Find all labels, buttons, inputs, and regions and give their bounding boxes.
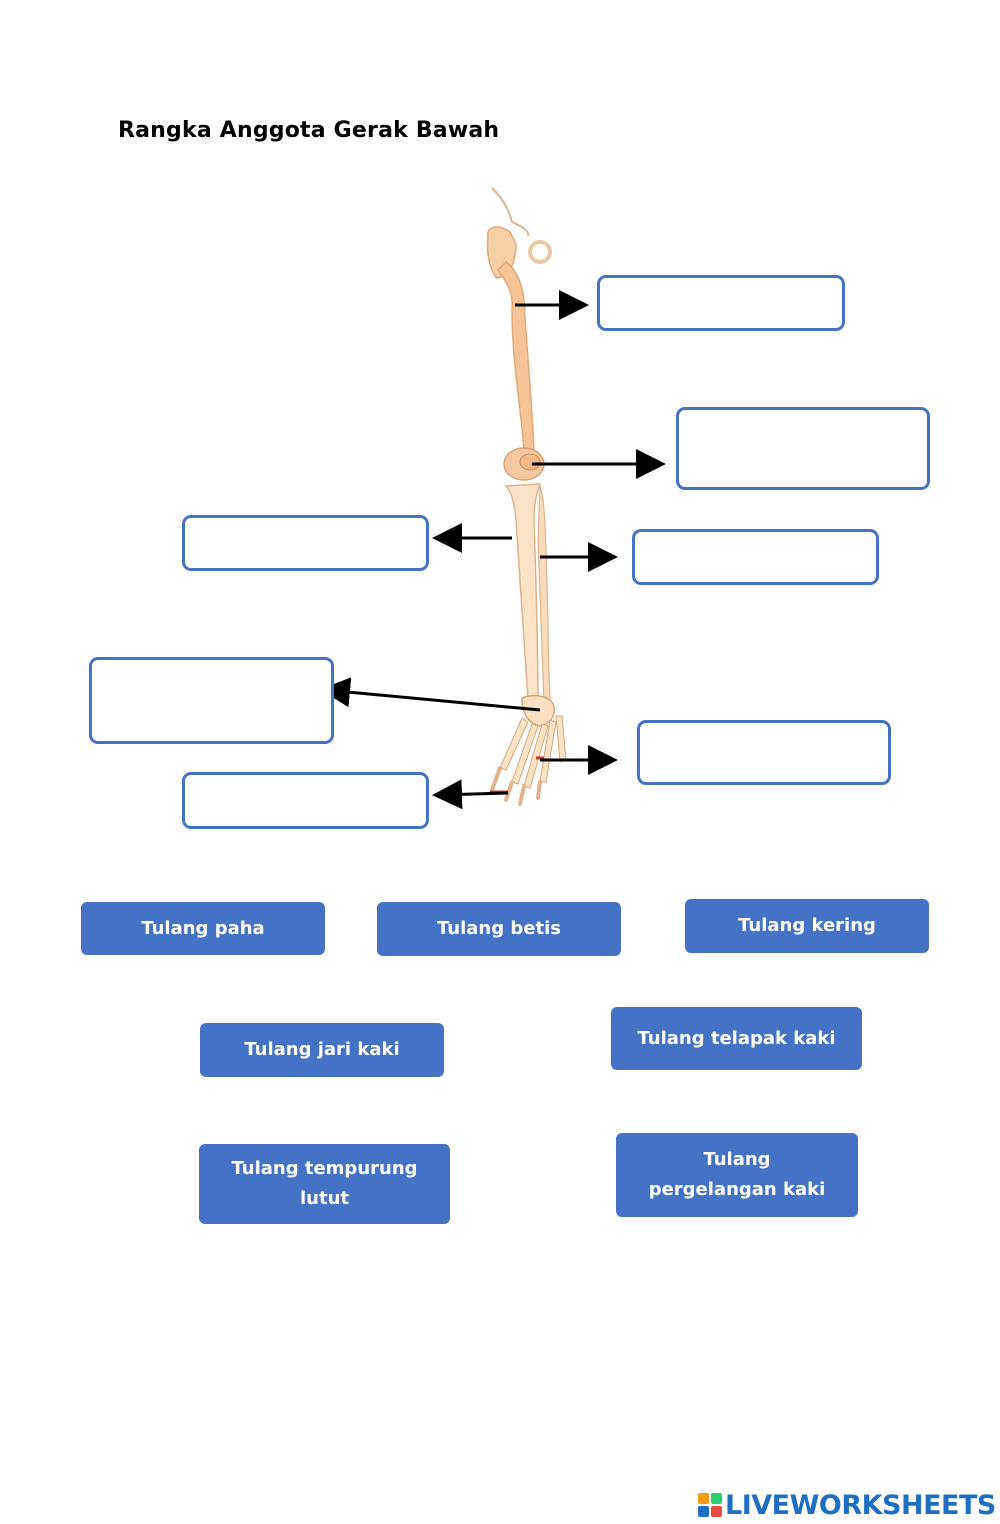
drop-zone-fibula[interactable]	[632, 529, 879, 585]
leg-skeleton-diagram	[320, 187, 666, 810]
answer-tile-label: Tulang paha	[141, 917, 265, 939]
drop-zone-ankle[interactable]	[89, 657, 334, 744]
answer-tile-label: Tulang pergelangan kaki	[648, 1149, 826, 1200]
answer-tile-tulang-jari-kaki[interactable]: Tulang jari kaki	[200, 1023, 444, 1077]
answer-tile-label: Tulang jari kaki	[244, 1039, 400, 1060]
answer-tile-tulang-kering[interactable]: Tulang kering	[685, 899, 929, 953]
answer-tile-tulang-tempurung-lutut[interactable]: Tulang tempurung lutut	[199, 1144, 450, 1224]
answer-tile-tulang-paha[interactable]: Tulang paha	[81, 902, 325, 955]
answer-tile-label: Tulang telapak kaki	[637, 1027, 836, 1049]
pointer-arrow-ankle	[320, 677, 541, 712]
liveworksheets-logo-icon	[698, 1493, 722, 1517]
leg-bone-illustration	[486, 187, 567, 806]
answer-tile-label: Tulang tempurung lutut	[231, 1158, 418, 1209]
drop-zone-femur[interactable]	[597, 275, 845, 331]
pointer-arrow-toes	[432, 779, 509, 810]
answer-tile-label: Tulang kering	[738, 915, 876, 936]
drop-zone-metatarsal[interactable]	[637, 720, 891, 785]
drop-zone-toes[interactable]	[182, 772, 429, 829]
answer-tile-tulang-betis[interactable]: Tulang betis	[377, 902, 621, 956]
drop-zone-patella[interactable]	[676, 407, 930, 490]
liveworksheets-brand[interactable]: LIVEWORKSHEETS	[698, 1489, 996, 1521]
answer-tile-label: Tulang betis	[437, 918, 561, 939]
liveworksheets-brand-text: LIVEWORKSHEETS	[725, 1489, 996, 1521]
drop-zone-tibia[interactable]	[182, 515, 429, 571]
answer-tile-tulang-pergelangan-kaki[interactable]: Tulang pergelangan kaki	[616, 1133, 858, 1217]
worksheet-title: Rangka Anggota Gerak Bawah	[118, 118, 500, 143]
answer-tile-tulang-telapak-kaki[interactable]: Tulang telapak kaki	[611, 1007, 862, 1070]
